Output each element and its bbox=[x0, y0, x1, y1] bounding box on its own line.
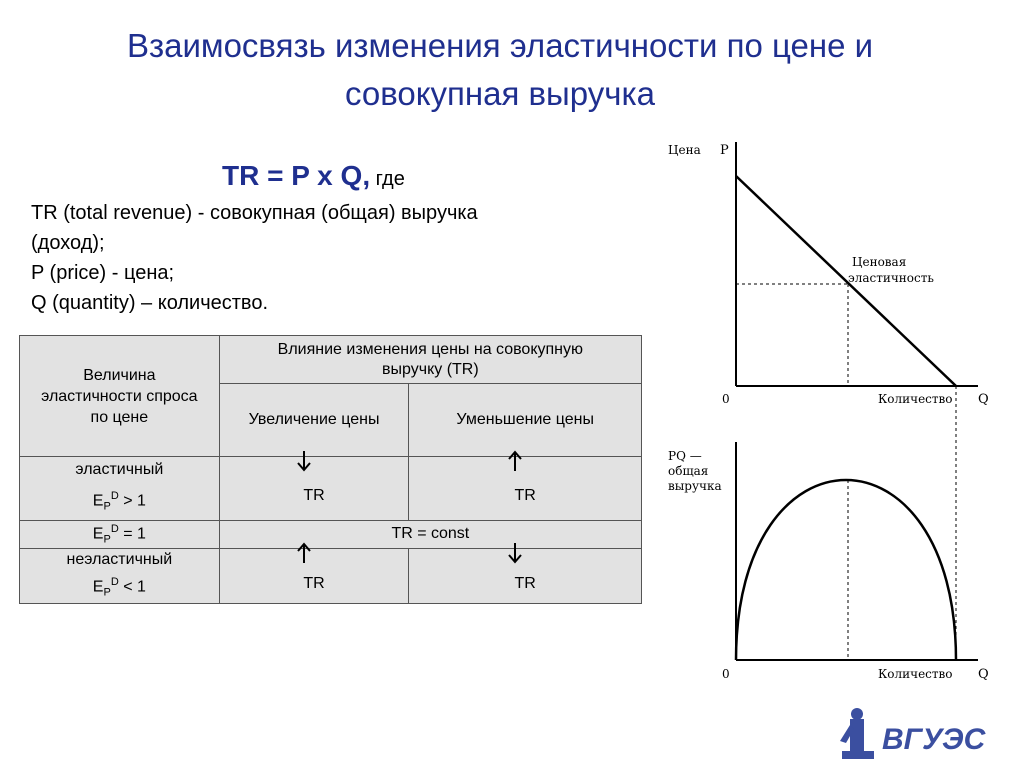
revenue-curve bbox=[734, 478, 958, 661]
demand-graph: Цена P 0 Количество Q Ценовая эластичнос… bbox=[668, 142, 989, 660]
formula-suffix: где bbox=[375, 168, 405, 190]
elasticity-table: Величина эластичности спроса по цене Вли… bbox=[19, 335, 643, 605]
header-price-increase: Увеличение цены bbox=[218, 383, 410, 457]
formula-line: TR = P x Q, где bbox=[222, 160, 405, 192]
university-logo: ВГУЭС bbox=[840, 708, 987, 759]
definition-p: P (price) - цена; bbox=[31, 262, 175, 284]
table-row-unit: EPD = 1 TR = const bbox=[19, 519, 643, 549]
arrow-up-icon bbox=[297, 541, 311, 563]
definition-tr-cont: (доход); bbox=[31, 232, 105, 254]
cell-unit-merged: TR = const bbox=[218, 519, 643, 549]
header-elasticity: Величина эластичности спроса по цене bbox=[19, 335, 220, 457]
slide-title: Взаимосвязь изменения эластичности по це… bbox=[0, 22, 1000, 118]
arrow-down-icon bbox=[297, 451, 311, 472]
demand-revenue-graphs: Цена P 0 Количество Q Ценовая эластичнос… bbox=[668, 142, 989, 682]
arrow-up-icon bbox=[508, 450, 522, 471]
y-axis-var: P bbox=[720, 143, 729, 158]
row-label-unit: EPD = 1 bbox=[19, 519, 220, 549]
x-axis-label: Количество bbox=[878, 392, 953, 406]
x-axis-label: Количество bbox=[878, 667, 953, 681]
table-row-inelastic: неэластичный EPD < 1 TR TR bbox=[19, 541, 642, 605]
origin-label: 0 bbox=[722, 667, 730, 681]
y-axis-label: Цена bbox=[668, 143, 701, 157]
definitions: TR (total revenue) - совокупная (общая) … bbox=[31, 198, 478, 318]
cell-inelastic-decrease: TR bbox=[408, 542, 642, 605]
x-axis-var: Q bbox=[978, 667, 989, 682]
demand-line bbox=[735, 175, 957, 387]
title-line-1: Взаимосвязь изменения эластичности по це… bbox=[126, 27, 874, 64]
annotation-l2: эластичность bbox=[848, 271, 934, 285]
header-price-decrease: Уменьшение цены bbox=[408, 383, 642, 457]
cell-elastic-increase: TR bbox=[218, 451, 410, 521]
logo-text: ВГУЭС bbox=[882, 723, 987, 756]
y-axis-label-l3: выручка bbox=[668, 479, 722, 493]
table-row-elastic: эластичный EPD > 1 TR TR bbox=[19, 450, 642, 521]
statue-icon bbox=[840, 708, 874, 759]
title-line-2: совокупная выручка bbox=[345, 75, 655, 112]
definition-tr: TR (total revenue) - совокупная (общая) … bbox=[31, 202, 478, 224]
cell-inelastic-increase: TR bbox=[218, 541, 410, 605]
origin-label: 0 bbox=[722, 392, 730, 406]
x-axis-var: Q bbox=[978, 392, 989, 407]
revenue-graph: PQ — общая выручка 0 Количество Q bbox=[668, 442, 989, 682]
row-label-inelastic: неэластичный EPD < 1 bbox=[19, 547, 220, 605]
annotation-l1: Ценовая bbox=[852, 255, 906, 269]
definition-q: Q (quantity) – количество. bbox=[31, 292, 269, 314]
arrow-down-icon bbox=[508, 542, 522, 564]
y-axis-label-l1: PQ — bbox=[668, 449, 702, 463]
formula: TR = P x Q, bbox=[222, 160, 371, 191]
header-tr-effect: Влияние изменения цены на совокупную выр… bbox=[218, 335, 643, 384]
y-axis-label-l2: общая bbox=[668, 464, 708, 478]
row-label-elastic: эластичный EPD > 1 bbox=[19, 456, 220, 521]
cell-elastic-decrease: TR bbox=[408, 450, 642, 521]
